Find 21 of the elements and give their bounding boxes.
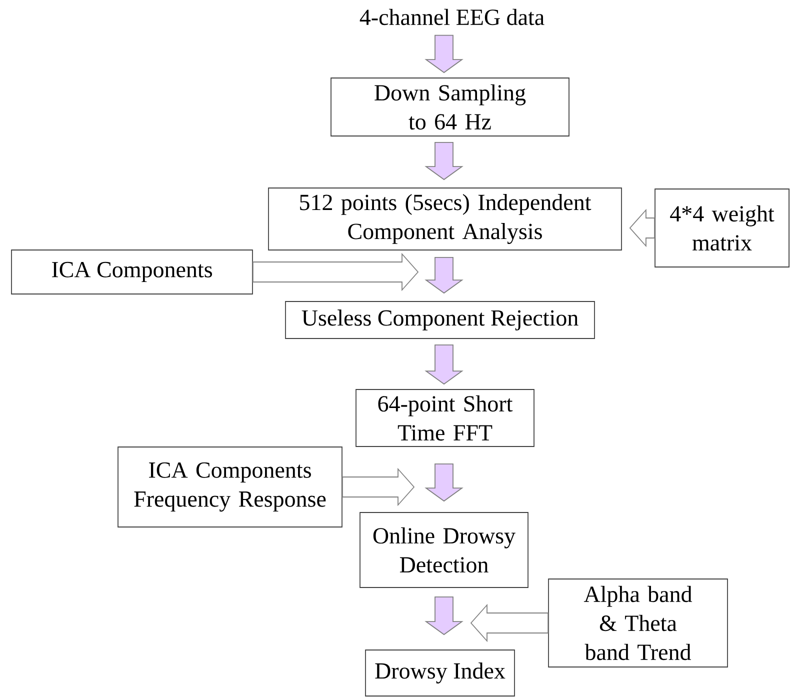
block-arrow: [424, 464, 464, 502]
block-arrow: [424, 344, 464, 385]
process-box: 4*4 weight matrix: [654, 188, 790, 268]
block-arrow: [424, 596, 464, 636]
block-arrow: [424, 257, 464, 294]
process-box: Drowsy Index: [365, 650, 515, 696]
block-arrow: [629, 208, 655, 248]
process-box: Alpha band & Theta band Trend: [548, 578, 728, 668]
block-arrow: [470, 604, 548, 642]
input-label: 4-channel EEG data: [360, 8, 544, 26]
process-box: Online Drowsy Detection: [360, 512, 528, 588]
process-box: 512 points (5secs) Independent Component Analysis: [268, 188, 622, 250]
process-box: ICA Components Frequency Response: [118, 446, 342, 528]
process-box: 64-point Short Time FFT: [356, 389, 534, 447]
block-arrow: [424, 142, 464, 180]
process-box: Useless Component Rejection: [285, 301, 595, 339]
process-box: Down Sampling to 64 Hz: [330, 78, 570, 136]
process-box: ICA Components: [11, 250, 253, 294]
block-arrow: [252, 252, 419, 292]
block-arrow: [342, 468, 415, 506]
block-arrow: [424, 34, 464, 74]
